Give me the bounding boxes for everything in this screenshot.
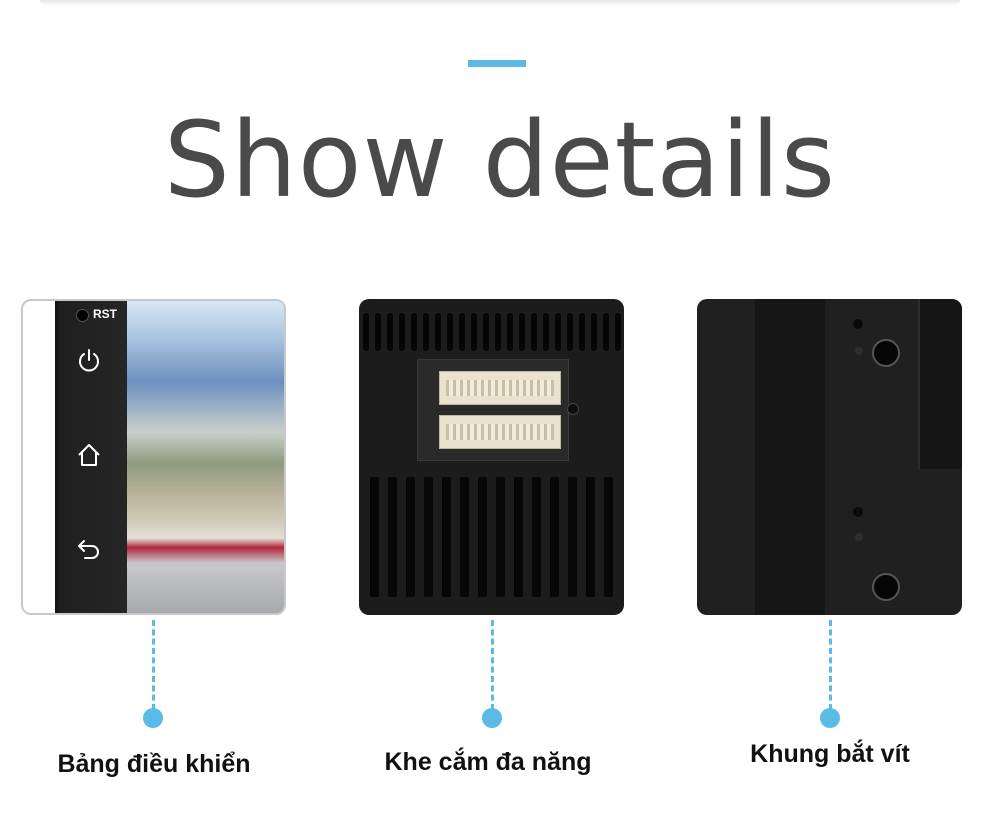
screw-hole <box>567 403 579 415</box>
small-hole <box>853 319 863 329</box>
connector-slot-image <box>359 299 624 615</box>
vent-slot <box>514 477 523 597</box>
top-divider <box>40 0 960 6</box>
accent-bar <box>468 60 526 67</box>
vent-slot <box>496 477 505 597</box>
reset-hole <box>76 309 89 322</box>
connector-top <box>439 371 561 405</box>
back-icon <box>78 540 99 559</box>
control-panel-image: RST <box>21 299 286 615</box>
vent-slot <box>482 313 489 351</box>
frame-rail <box>918 299 962 469</box>
vent-slot <box>388 477 397 597</box>
vent-slot <box>532 477 541 597</box>
vent-slot <box>406 477 415 597</box>
callout-dot <box>820 708 840 728</box>
vent-slot <box>442 477 451 597</box>
home-icon <box>78 444 100 466</box>
vent-slot <box>398 313 405 351</box>
top-vents <box>359 313 624 351</box>
vent-slot <box>422 313 429 351</box>
screen-preview <box>127 301 284 613</box>
vent-slot <box>542 313 549 351</box>
rst-label: RST <box>93 307 117 321</box>
vent-slot <box>590 313 597 351</box>
vent-slot <box>566 313 573 351</box>
vent-slot <box>478 477 487 597</box>
vent-slot <box>602 313 609 351</box>
small-hole <box>855 347 863 355</box>
callout-dot <box>482 708 502 728</box>
vent-slot <box>410 313 417 351</box>
vent-slot <box>458 313 465 351</box>
vent-slot <box>424 477 433 597</box>
vent-slot <box>460 477 469 597</box>
callout-line <box>829 620 832 710</box>
vent-slot <box>470 313 477 351</box>
screw-frame-image <box>697 299 962 615</box>
vent-slot <box>578 313 585 351</box>
caption-control-panel: Bảng điều khiển <box>57 750 251 778</box>
vent-slot <box>506 313 513 351</box>
vent-slot <box>434 313 441 351</box>
callout-dot <box>143 708 163 728</box>
vent-slot <box>530 313 537 351</box>
mount-hole <box>872 573 900 601</box>
vent-slot <box>568 477 577 597</box>
callout-line <box>152 620 155 710</box>
vent-slot <box>614 313 621 351</box>
caption-connector-slot: Khe cắm đa năng <box>384 748 592 776</box>
device-bezel <box>55 301 127 613</box>
vent-slot <box>554 313 561 351</box>
small-hole <box>853 507 863 517</box>
vent-slot <box>370 477 379 597</box>
vent-slot <box>604 477 613 597</box>
power-icon <box>79 349 99 372</box>
vent-slot <box>386 313 393 351</box>
vent-slot <box>518 313 525 351</box>
mount-hole <box>872 339 900 367</box>
bottom-vents <box>359 477 624 597</box>
connector-bottom <box>439 415 561 449</box>
vent-slot <box>446 313 453 351</box>
vent-slot <box>374 313 381 351</box>
vent-slot <box>362 313 369 351</box>
vent-slot <box>550 477 559 597</box>
vent-slot <box>586 477 595 597</box>
vent-slot <box>494 313 501 351</box>
frame-side <box>755 299 825 615</box>
page-title: Show details <box>163 99 837 221</box>
small-hole <box>855 533 863 541</box>
callout-line <box>491 620 494 710</box>
caption-screw-frame: Khung bắt vít <box>750 740 910 768</box>
